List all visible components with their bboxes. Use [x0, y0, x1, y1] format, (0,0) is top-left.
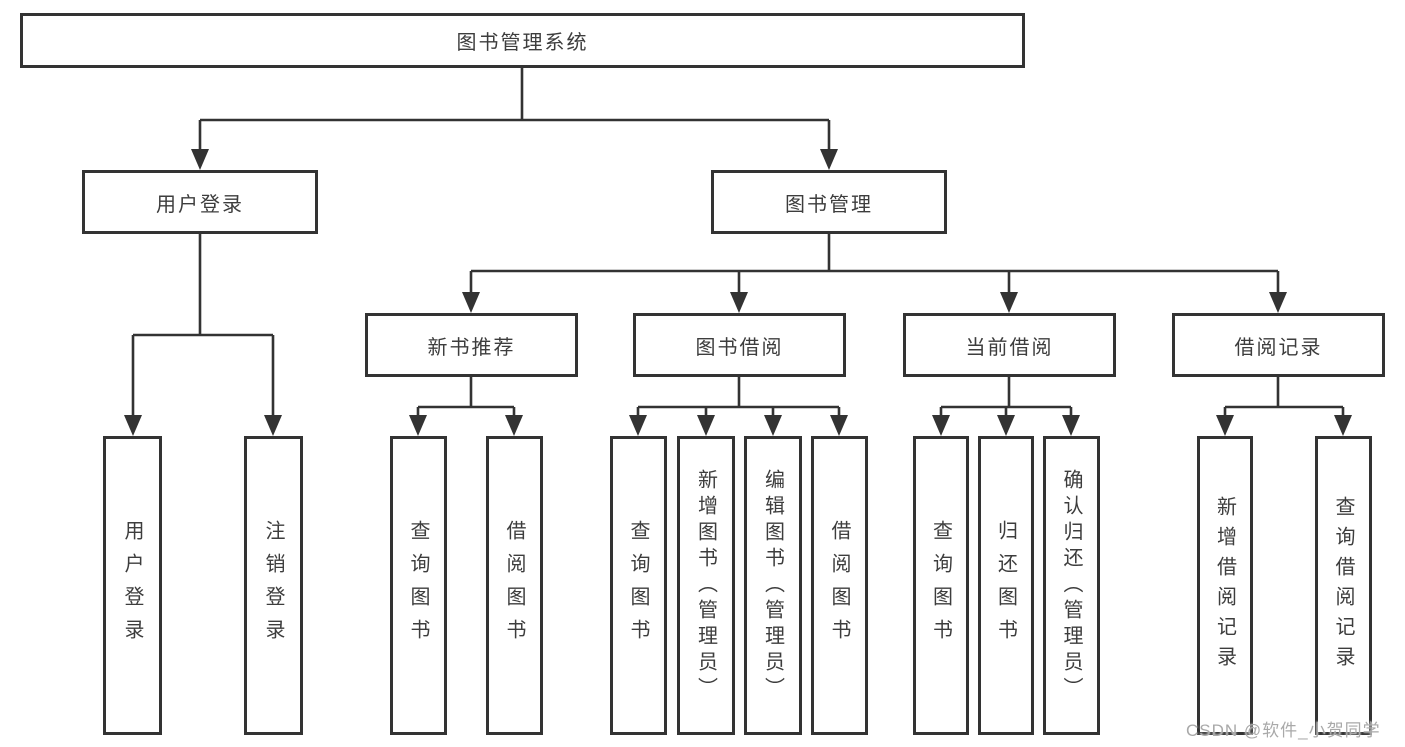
arrowhead-icon — [730, 292, 748, 313]
node-book-borrow: 图书借阅 — [633, 313, 846, 377]
connectors-user-login — [124, 234, 282, 436]
leaf-bw-add-books-admin: 新增图书（管理员） — [677, 436, 735, 735]
node-book-management: 图书管理 — [711, 170, 947, 234]
arrowhead-icon — [764, 415, 782, 436]
leaf-label: 编辑图书（管理员） — [761, 468, 784, 703]
arrowhead-icon — [932, 415, 950, 436]
arrowhead-icon — [1216, 415, 1234, 436]
leaf-label: 借阅图书 — [503, 519, 525, 652]
arrowhead-icon — [124, 415, 142, 436]
leaf-label: 查询借阅记录 — [1332, 495, 1354, 676]
leaf-label: 新增借阅记录 — [1213, 495, 1236, 676]
node-current-borrow: 当前借阅 — [903, 313, 1116, 377]
node-library-system: 图书管理系统 — [20, 13, 1025, 68]
leaf-label: 查询图书 — [929, 519, 952, 652]
connectors-book-borrow — [629, 377, 848, 436]
leaf-label: 用户登录 — [121, 519, 143, 652]
leaf-cu-confirm-return-admin: 确认归还（管理员） — [1043, 436, 1100, 735]
arrowhead-icon — [697, 415, 715, 436]
arrowhead-icon — [629, 415, 647, 436]
leaf-bw-borrow-books: 借阅图书 — [811, 436, 868, 735]
node-new-book-recommend: 新书推荐 — [365, 313, 578, 377]
leaf-logout: 注销登录 — [244, 436, 303, 735]
leaf-label: 确认归还（管理员） — [1060, 468, 1082, 703]
arrowhead-icon — [997, 415, 1015, 436]
leaf-label: 查询图书 — [627, 519, 649, 652]
connectors-current-borrow — [932, 377, 1080, 436]
arrowhead-icon — [1269, 292, 1287, 313]
connectors-new-book — [409, 377, 523, 436]
leaf-label: 归还图书 — [994, 519, 1017, 652]
leaf-bw-query-books: 查询图书 — [610, 436, 667, 735]
arrowhead-icon — [820, 149, 838, 170]
leaf-bw-edit-books-admin: 编辑图书（管理员） — [744, 436, 802, 735]
arrowhead-icon — [1062, 415, 1080, 436]
leaf-label: 查询图书 — [407, 519, 429, 652]
leaf-nb-query-books: 查询图书 — [390, 436, 447, 735]
arrowhead-icon — [830, 415, 848, 436]
leaf-cu-return-books: 归还图书 — [978, 436, 1034, 735]
leaf-user-login: 用户登录 — [103, 436, 162, 735]
arrowhead-icon — [1334, 415, 1352, 436]
node-user-login: 用户登录 — [82, 170, 318, 234]
arrowhead-icon — [462, 292, 480, 313]
connectors-borrow-records — [1216, 377, 1352, 436]
leaf-label: 注销登录 — [262, 519, 284, 652]
arrowhead-icon — [409, 415, 427, 436]
leaf-nb-borrow-books: 借阅图书 — [486, 436, 543, 735]
leaf-rec-add-record: 新增借阅记录 — [1197, 436, 1253, 735]
connectors-book-management — [462, 234, 1287, 313]
arrowhead-icon — [264, 415, 282, 436]
leaf-rec-query-record: 查询借阅记录 — [1315, 436, 1372, 735]
csdn-watermark: CSDN @软件_小贺同学 — [1186, 721, 1381, 740]
connectors-root — [191, 68, 838, 170]
leaf-label: 借阅图书 — [828, 519, 850, 652]
node-borrow-records: 借阅记录 — [1172, 313, 1385, 377]
arrowhead-icon — [191, 149, 209, 170]
arrowhead-icon — [1000, 292, 1018, 313]
leaf-label: 新增图书（管理员） — [694, 468, 717, 703]
arrowhead-icon — [505, 415, 523, 436]
leaf-cu-query-books: 查询图书 — [913, 436, 969, 735]
